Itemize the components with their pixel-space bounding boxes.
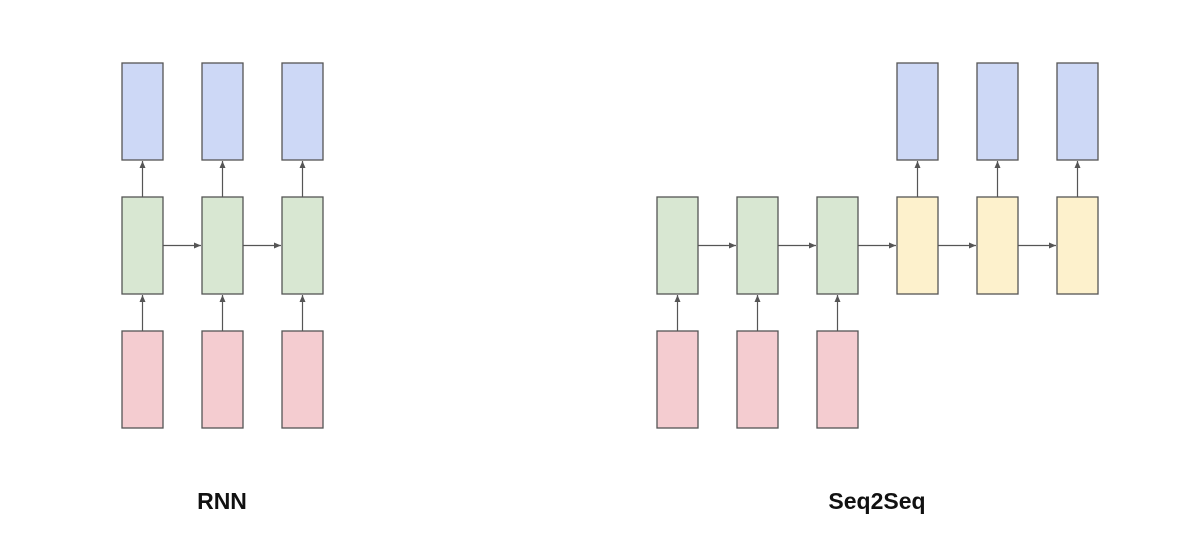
encoder-input-cell [736, 330, 779, 429]
rnn-output-cell [281, 62, 324, 161]
decoder-output-cell [896, 62, 939, 161]
encoder-hidden-cell [816, 196, 859, 295]
seq2seq-caption: Seq2Seq [828, 488, 926, 514]
seq2seq-diagram [656, 62, 1099, 429]
rnn-output-cell [121, 62, 164, 161]
rnn-diagram [121, 62, 324, 429]
encoder-hidden-cell [736, 196, 779, 295]
rnn-hidden-cell [281, 196, 324, 295]
rnn-input-cell [201, 330, 244, 429]
rnn-hidden-cell [121, 196, 164, 295]
decoder-hidden-cell [976, 196, 1019, 295]
rnn-hidden-cell [201, 196, 244, 295]
encoder-hidden-cell [656, 196, 699, 295]
decoder-output-cell [976, 62, 1019, 161]
rnn-input-cell [281, 330, 324, 429]
rnn-output-cell [201, 62, 244, 161]
encoder-input-cell [656, 330, 699, 429]
rnn-input-cell [121, 330, 164, 429]
decoder-hidden-cell [1056, 196, 1099, 295]
decoder-hidden-cell [896, 196, 939, 295]
encoder-input-cell [816, 330, 859, 429]
rnn-caption: RNN [197, 488, 247, 514]
decoder-output-cell [1056, 62, 1099, 161]
